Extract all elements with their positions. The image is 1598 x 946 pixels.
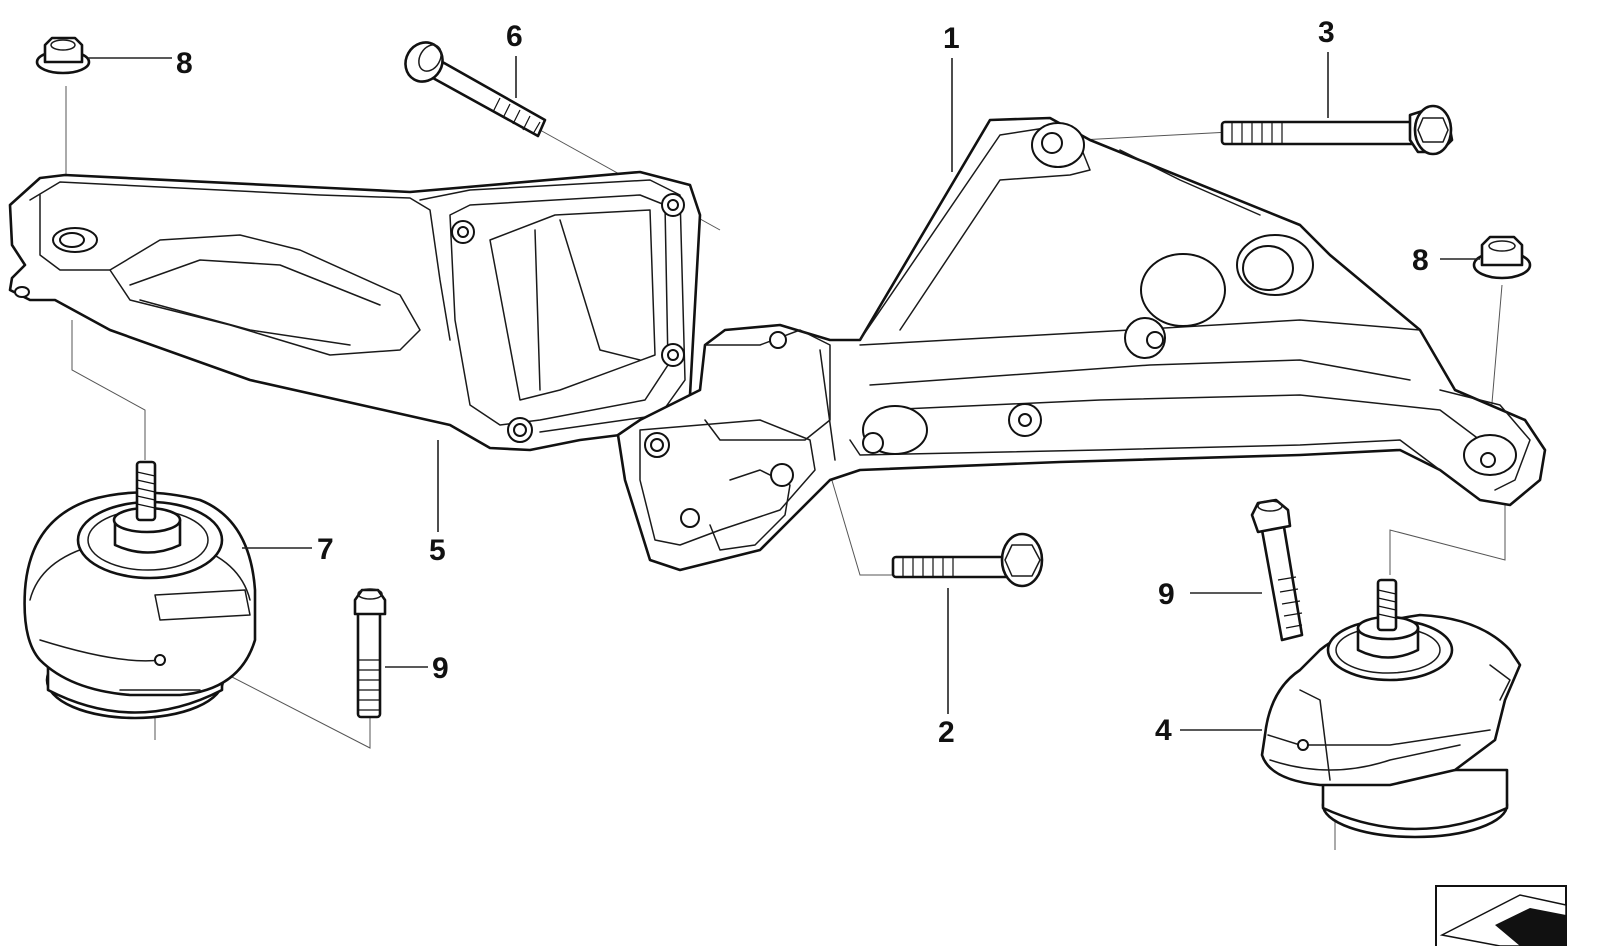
callout-9-right: 9 [1158,578,1175,611]
callout-9-left: 9 [432,652,449,685]
bolt-part-9-left [353,588,387,719]
bolt-part-6 [404,41,547,138]
callout-labels: 1 2 3 4 5 6 7 8 8 9 9 [176,16,1429,749]
callout-1: 1 [943,22,960,55]
bolt-part-9-right [1250,498,1304,642]
bolt-part-2 [891,532,1044,588]
callout-8-right: 8 [1412,244,1429,277]
bolt-part-3 [1220,104,1454,156]
callout-2: 2 [938,716,955,749]
document-corner-icon [1435,885,1567,946]
callout-7: 7 [317,533,334,566]
nut-part-8-left [35,36,91,75]
callout-8-left: 8 [176,47,193,80]
right-engine-mount [1260,578,1522,839]
callout-5: 5 [429,534,446,567]
callout-leader-lines [88,52,1480,731]
left-engine-mount [23,460,257,720]
callout-6: 6 [506,20,523,53]
left-engine-bracket [8,170,702,452]
callout-3: 3 [1318,16,1335,49]
right-engine-bracket [616,116,1547,572]
nut-part-8-right [1472,235,1532,280]
callout-4: 4 [1155,714,1172,747]
